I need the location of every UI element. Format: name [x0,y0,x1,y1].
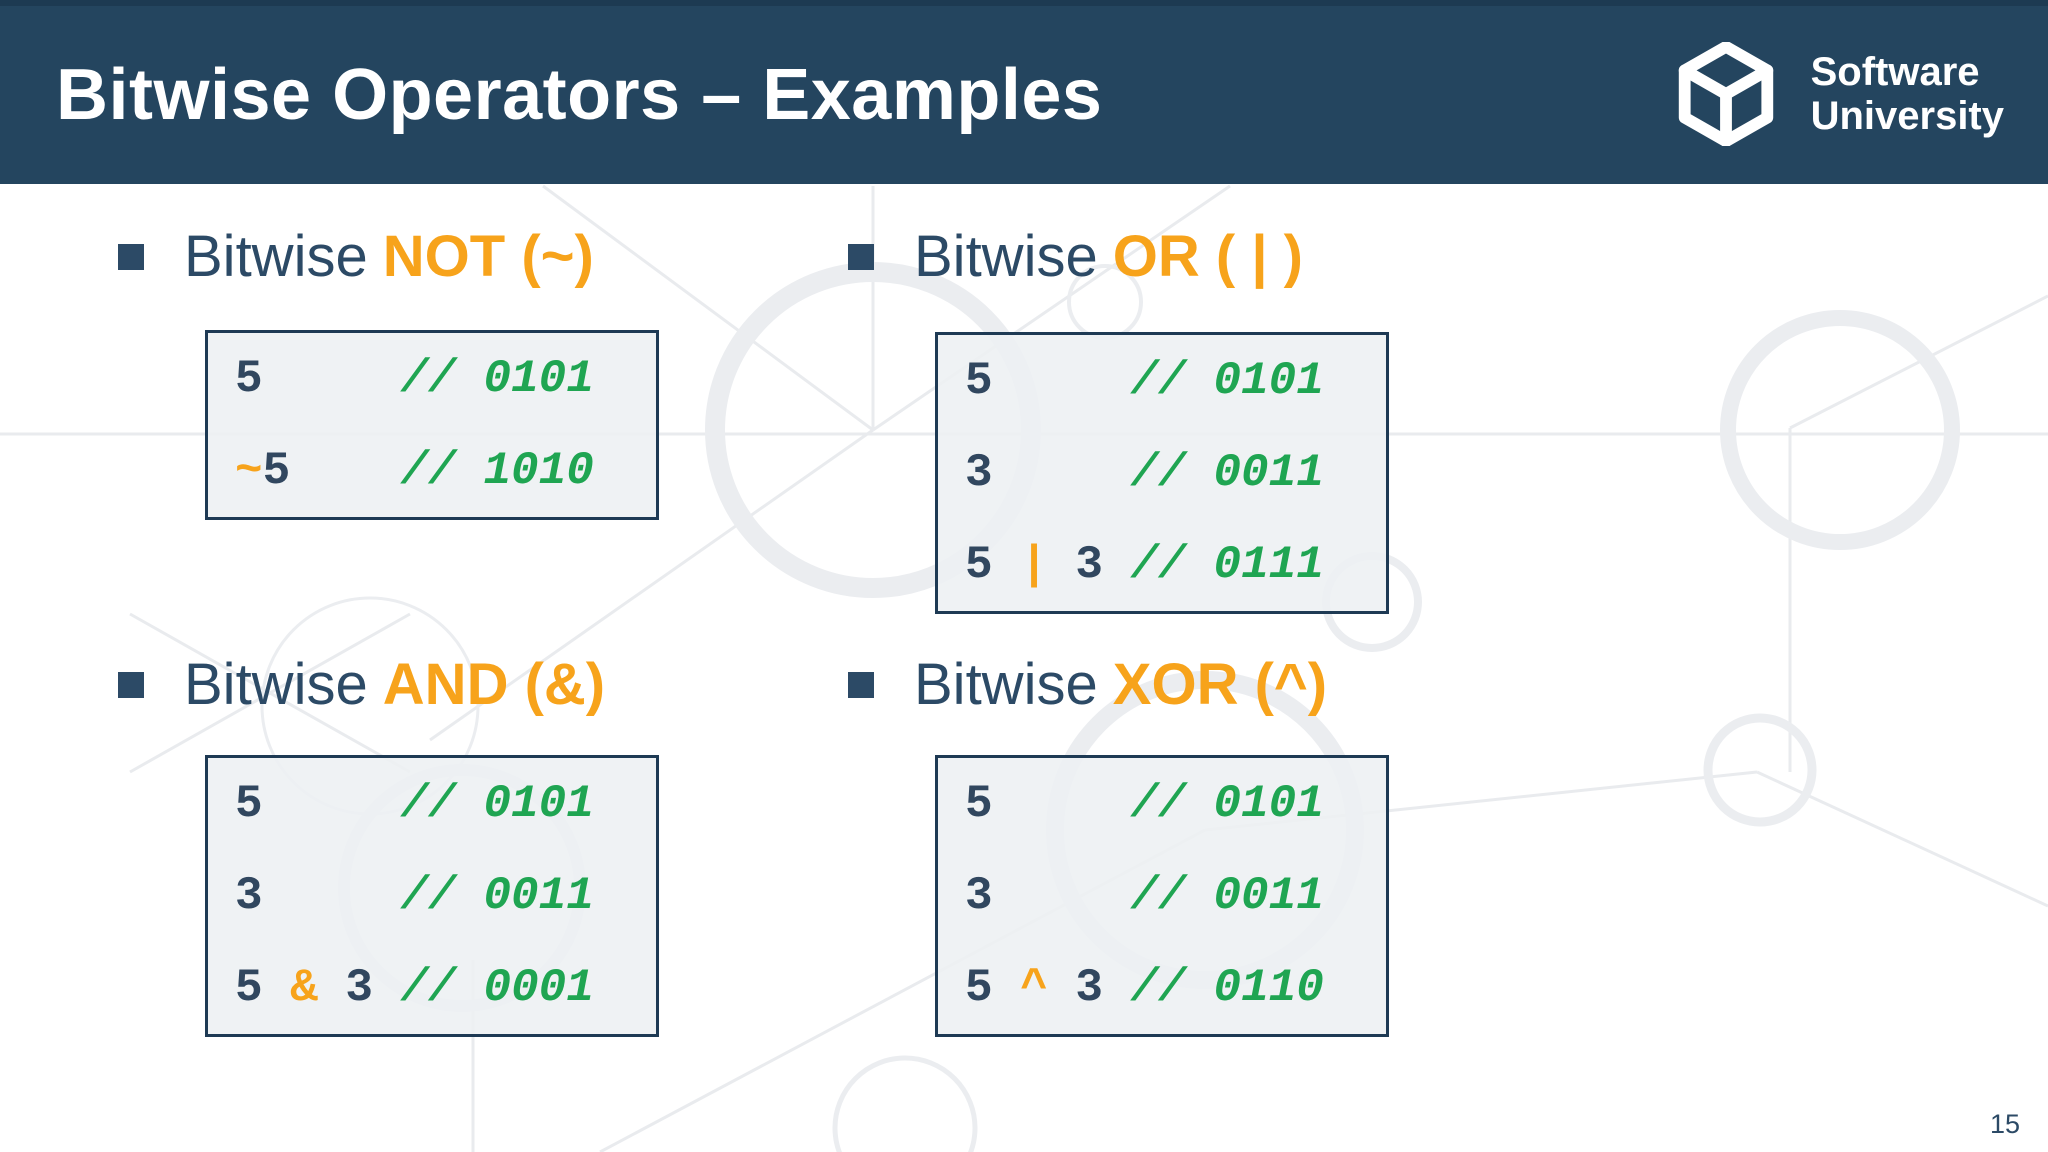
heading-highlight: NOT (~) [382,224,594,289]
heading-prefix: Bitwise [184,224,368,289]
bullet-icon [848,672,874,698]
header: Bitwise Operators – Examples Software Un… [0,0,2048,184]
code-box-xor: 5 // 0101 3 // 0011 5 ^ 3 // 0110 [935,755,1389,1037]
software-university-logo: Software University [1667,42,2004,146]
bullet-icon [118,672,144,698]
code-line: 5 // 0101 [235,778,594,830]
section-bitwise-and: Bitwise AND (&) 5 // 0101 3 // 0011 5 & 3 … [118,650,659,1037]
code-line: 3 // 0011 [965,870,1324,922]
heading-prefix: Bitwise [184,652,368,717]
code-line: 5 // 0101 [965,355,1324,407]
code-line: 5 & 3 // 0001 [235,962,594,1014]
heading-highlight: XOR (^) [1112,652,1328,717]
heading-bitwise-xor: Bitwise XOR (^) [848,650,1327,720]
code-line: 5 | 3 // 0111 [965,539,1324,591]
section-bitwise-not: Bitwise NOT (~) 5 // 0101 ~5 // 1010 [118,222,659,520]
code-line: 5 ^ 3 // 0110 [965,962,1324,1014]
code-line: 5 // 0101 [235,353,594,405]
bullet-icon [848,244,874,270]
heading-bitwise-or: Bitwise OR ( | ) [848,222,1303,292]
page-title: Bitwise Operators – Examples [56,55,1103,135]
heading-highlight: AND (&) [382,652,606,717]
logo-line-2: University [1810,94,2004,138]
section-bitwise-or: Bitwise OR ( | ) 5 // 0101 3 // 0011 5 | 3… [848,222,1389,614]
code-box-not: 5 // 0101 ~5 // 1010 [205,330,659,520]
page-number: 15 [1989,1109,2020,1139]
code-line: 3 // 0011 [235,870,594,922]
heading-bitwise-not: Bitwise NOT (~) [118,222,594,292]
code-box-and: 5 // 0101 3 // 0011 5 & 3 // 0001 [205,755,659,1037]
section-bitwise-xor: Bitwise XOR (^) 5 // 0101 3 // 0011 5 ^ 3 … [848,650,1389,1037]
heading-prefix: Bitwise [914,224,1098,289]
logo-text: Software University [1811,50,2004,138]
heading-prefix: Bitwise [914,652,1098,717]
software-university-logo-icon [1678,42,1773,146]
heading-bitwise-and: Bitwise AND (&) [118,650,605,720]
code-line: 3 // 0011 [965,447,1324,499]
bullet-icon [118,244,144,270]
heading-highlight: OR ( | ) [1112,224,1303,289]
code-line: 5 // 0101 [965,778,1324,830]
code-line: ~5 // 1010 [235,445,594,497]
logo-line-1: Software [1810,50,1980,94]
code-box-or: 5 // 0101 3 // 0011 5 | 3 // 0111 [935,332,1389,614]
